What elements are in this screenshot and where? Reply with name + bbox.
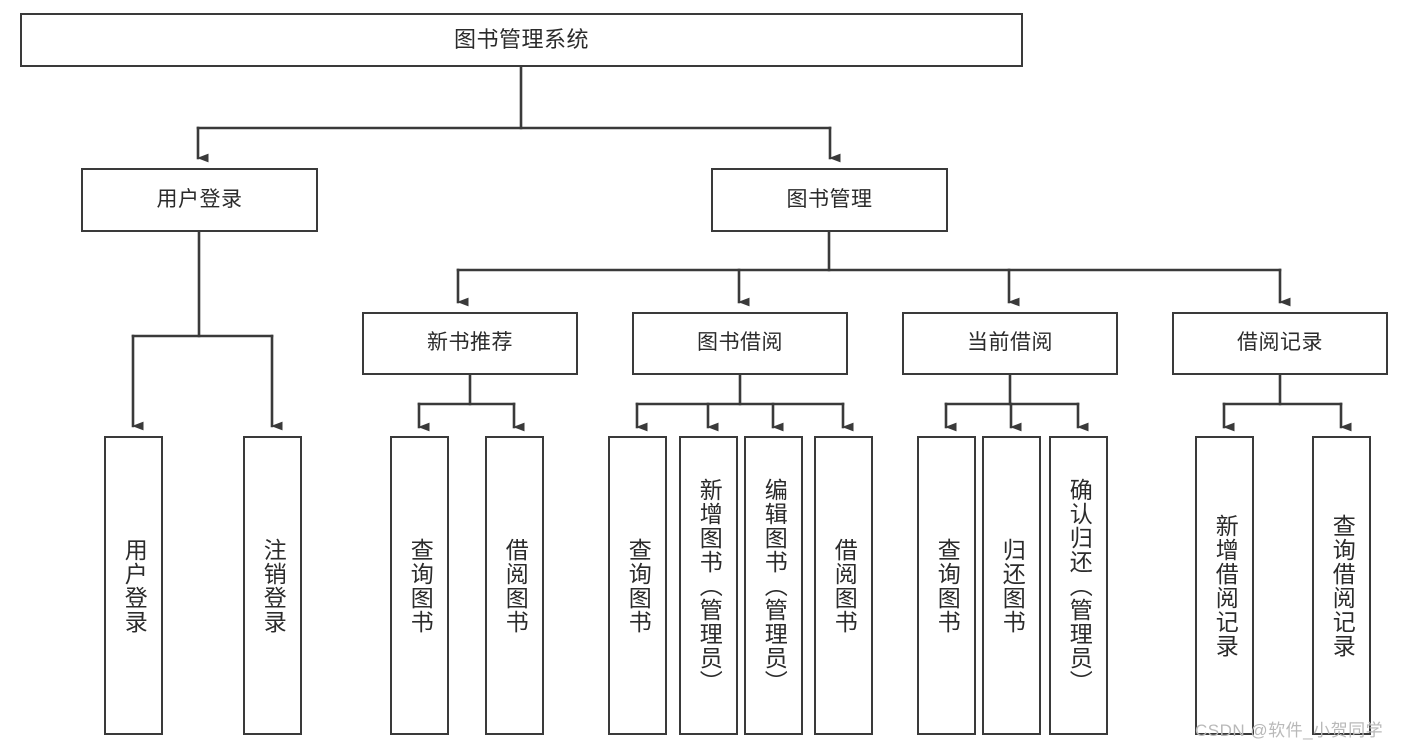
node-leaf-query-book-2[interactable]: 查询图书 [608,436,667,735]
node-label: 用户登录 [156,187,243,211]
node-root-system[interactable]: 图书管理系统 [20,13,1023,67]
node-label: 查询图书 [934,537,961,634]
node-leaf-query-book-3[interactable]: 查询图书 [917,436,976,735]
node-leaf-query-book-1[interactable]: 查询图书 [390,436,449,735]
node-leaf-add-record[interactable]: 新增借阅记录 [1195,436,1254,735]
node-book-manage[interactable]: 图书管理 [711,168,948,232]
node-leaf-edit-book[interactable]: 编辑图书（管理员） [744,436,803,735]
node-new-book-recommend[interactable]: 新书推荐 [362,312,578,375]
node-leaf-borrow-book-1[interactable]: 借阅图书 [485,436,544,735]
node-label: 查询图书 [625,537,652,634]
node-leaf-borrow-book-2[interactable]: 借阅图书 [814,436,873,735]
node-label: 图书管理 [786,187,873,211]
node-label: 当前借阅 [967,331,1053,355]
node-label: 借阅图书 [831,537,858,634]
csdn-watermark: CSDN @软件_小贺同学 [1195,721,1384,740]
node-label: 新增借阅记录 [1212,513,1239,658]
node-leaf-query-record[interactable]: 查询借阅记录 [1312,436,1371,735]
node-label: 查询借阅记录 [1329,513,1356,658]
node-leaf-return-book[interactable]: 归还图书 [982,436,1041,735]
node-label: 借阅图书 [502,537,529,634]
node-leaf-logout-login[interactable]: 注销登录 [243,436,302,735]
node-label: 借阅记录 [1237,331,1323,355]
node-label: 确认归还（管理员） [1066,477,1093,694]
node-current-borrow[interactable]: 当前借阅 [902,312,1118,375]
node-borrow-record[interactable]: 借阅记录 [1172,312,1388,375]
node-book-borrow[interactable]: 图书借阅 [632,312,848,375]
node-label: 归还图书 [999,537,1026,634]
node-label: 注销登录 [260,537,287,634]
node-label: 编辑图书（管理员） [761,477,788,694]
node-leaf-add-book[interactable]: 新增图书（管理员） [679,436,738,735]
node-label: 图书管理系统 [453,27,589,53]
node-label: 新书推荐 [427,331,513,355]
node-label: 查询图书 [407,537,434,634]
node-label: 用户登录 [121,537,148,634]
node-user-login[interactable]: 用户登录 [81,168,318,232]
node-label: 新增图书（管理员） [696,477,723,694]
node-leaf-user-login[interactable]: 用户登录 [104,436,163,735]
node-label: 图书借阅 [697,331,783,355]
node-leaf-confirm-return[interactable]: 确认归还（管理员） [1049,436,1108,735]
